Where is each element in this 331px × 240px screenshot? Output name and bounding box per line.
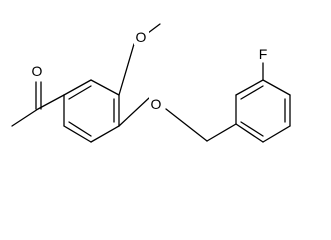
- ring2-bond-3: [262, 79, 291, 96]
- fluorine-mask: [256, 45, 270, 62]
- ring1-bond-1: [63, 79, 92, 96]
- ring1-inner-bond-c: [68, 121, 92, 137]
- ring2-inner-bond-a: [240, 85, 264, 100]
- carbonyl-oxygen-label: O: [32, 63, 43, 79]
- ring1-inner-bond-a: [68, 85, 92, 100]
- methoxy-o-mask: [134, 28, 149, 45]
- molecule-structure: O O O F: [11, 23, 291, 143]
- bond-carbonyl-ring: [37, 94, 65, 110]
- bond-ether-o-ch2: [165, 108, 208, 142]
- bond-methyl-carbonyl: [11, 108, 39, 127]
- benzyl-ether-linkage: [118, 97, 237, 142]
- bond-ch2-ring: [206, 123, 237, 142]
- ring1-bond-5: [63, 125, 92, 143]
- ring2-bond-6: [235, 123, 264, 143]
- carbonyl-o-mask: [30, 62, 44, 79]
- ring1-bond-2: [90, 79, 120, 96]
- ether-o-mask: [149, 95, 164, 112]
- ring1-bond-4: [90, 125, 120, 143]
- bond-methoxy-o-methyl: [147, 23, 161, 34]
- fluorine-label: F: [259, 46, 268, 62]
- central-ring: [63, 79, 120, 143]
- fluorophenyl-ring: [235, 62, 291, 143]
- ring2-bond-5: [262, 125, 291, 143]
- methoxy-oxygen-label: O: [136, 29, 147, 45]
- methoxy-group: [118, 23, 161, 96]
- atom-labels: O O O F: [30, 28, 270, 112]
- ring2-bond-2: [235, 79, 264, 96]
- bond-ring-ether-o: [118, 97, 150, 127]
- ether-oxygen-label: O: [151, 96, 162, 112]
- bond-ring-methoxy-o: [118, 43, 135, 96]
- acetyl-group: [11, 81, 65, 127]
- ring2-inner-bond-c: [240, 121, 264, 137]
